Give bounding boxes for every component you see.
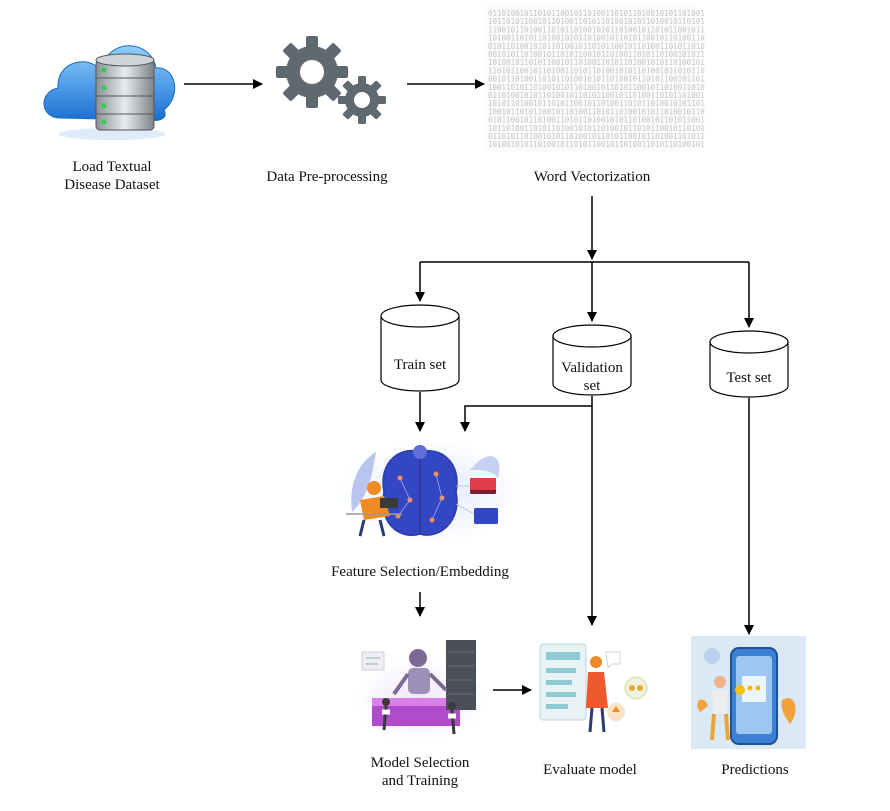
brain-network-illustration (338, 440, 522, 544)
predictions-label: Predictions (721, 762, 789, 778)
load-dataset-label: Load Textual Disease Dataset (46, 158, 178, 194)
feature-selection-label: Feature Selection/Embedding (331, 564, 509, 580)
load-dataset-label-line1: Load Textual (72, 159, 152, 175)
vectorization-label: Word Vectorization (533, 169, 651, 185)
svg-text:101101001101011010010101101001: 1011010011010110100101011010010110101100… (488, 124, 705, 133)
svg-text:101001101011010010101101001011: 1010011010110100101011010010110101100101… (488, 34, 705, 43)
test-set-label: Test set (726, 370, 772, 386)
validation-set-label-line2: set (583, 378, 601, 394)
svg-text:110101100101101001101011010010: 1101011001011010011010110100101011010010… (488, 66, 705, 75)
model-training-label-line2: and Training (381, 773, 459, 789)
phone-prediction-illustration (691, 636, 806, 749)
svg-text:010110010110100110101101001010: 0101100101101001101011010010101101001011… (488, 116, 705, 125)
evaluation-dashboard-illustration (539, 643, 648, 733)
svg-text:100101101011001011010011010110: 1001011010110010110100110101101001010110… (488, 107, 705, 116)
train-set-label: Train set (393, 357, 447, 373)
svg-text:101011010010110101100101101001: 1010110100101101011001011010011010110100… (488, 99, 705, 108)
test-set-cylinder (709, 330, 789, 398)
arrow-validation-to-feature (460, 405, 592, 432)
binary-code-icon: 0110100101101011001011010011010110100101… (484, 6, 705, 152)
gears-icon (276, 36, 386, 124)
robot-server-illustration (354, 640, 486, 744)
svg-text:101001011010110010110100110101: 1010010110101100101101001101011010010101… (488, 58, 705, 67)
model-training-label: Model Selection and Training (350, 754, 490, 790)
svg-text:011010010101101001011010110010: 0110100101011010010110101100101101001101… (488, 91, 705, 100)
model-training-label-line1: Model Selection (370, 755, 470, 771)
svg-text:001011010011010110100101011010: 0010110100110101101001010110100101101011… (488, 75, 705, 84)
train-set-cylinder (380, 304, 460, 392)
svg-text:100110101101001010110100101101: 1001101011010010101101001011010110010110… (488, 83, 705, 92)
evaluate-model-label: Evaluate model (543, 762, 637, 778)
svg-text:110010110100110101101001010110: 1100101101001101011010010101101001011010… (488, 25, 705, 34)
cloud-database-icon (43, 45, 176, 140)
svg-text:010110100101011010010110101100: 0101101001010110100101101011001011010011… (488, 42, 705, 51)
validation-set-label-line1: Validation (561, 360, 623, 376)
validation-set-cylinder (552, 324, 632, 396)
preprocessing-label: Data Pre-processing (266, 169, 388, 185)
svg-text:011010010110101100101101001101: 0110100101101011001011010011010110100101… (488, 9, 705, 18)
load-dataset-label-line2: Disease Dataset (64, 177, 160, 193)
validation-set-label: Validation set (548, 359, 636, 395)
svg-text:011010110100101011010010110101: 0110101101001010110100101101011001011010… (488, 132, 705, 141)
svg-text:101101011001011010011010110100: 1011010110010110100110101101001010110100… (488, 17, 705, 26)
svg-text:101001010110100101101011001011: 1010010101101001011010110010110100110101… (488, 140, 705, 149)
svg-text:001010110100101101011001011010: 0010101101001011010110010110100110101101… (488, 50, 705, 59)
